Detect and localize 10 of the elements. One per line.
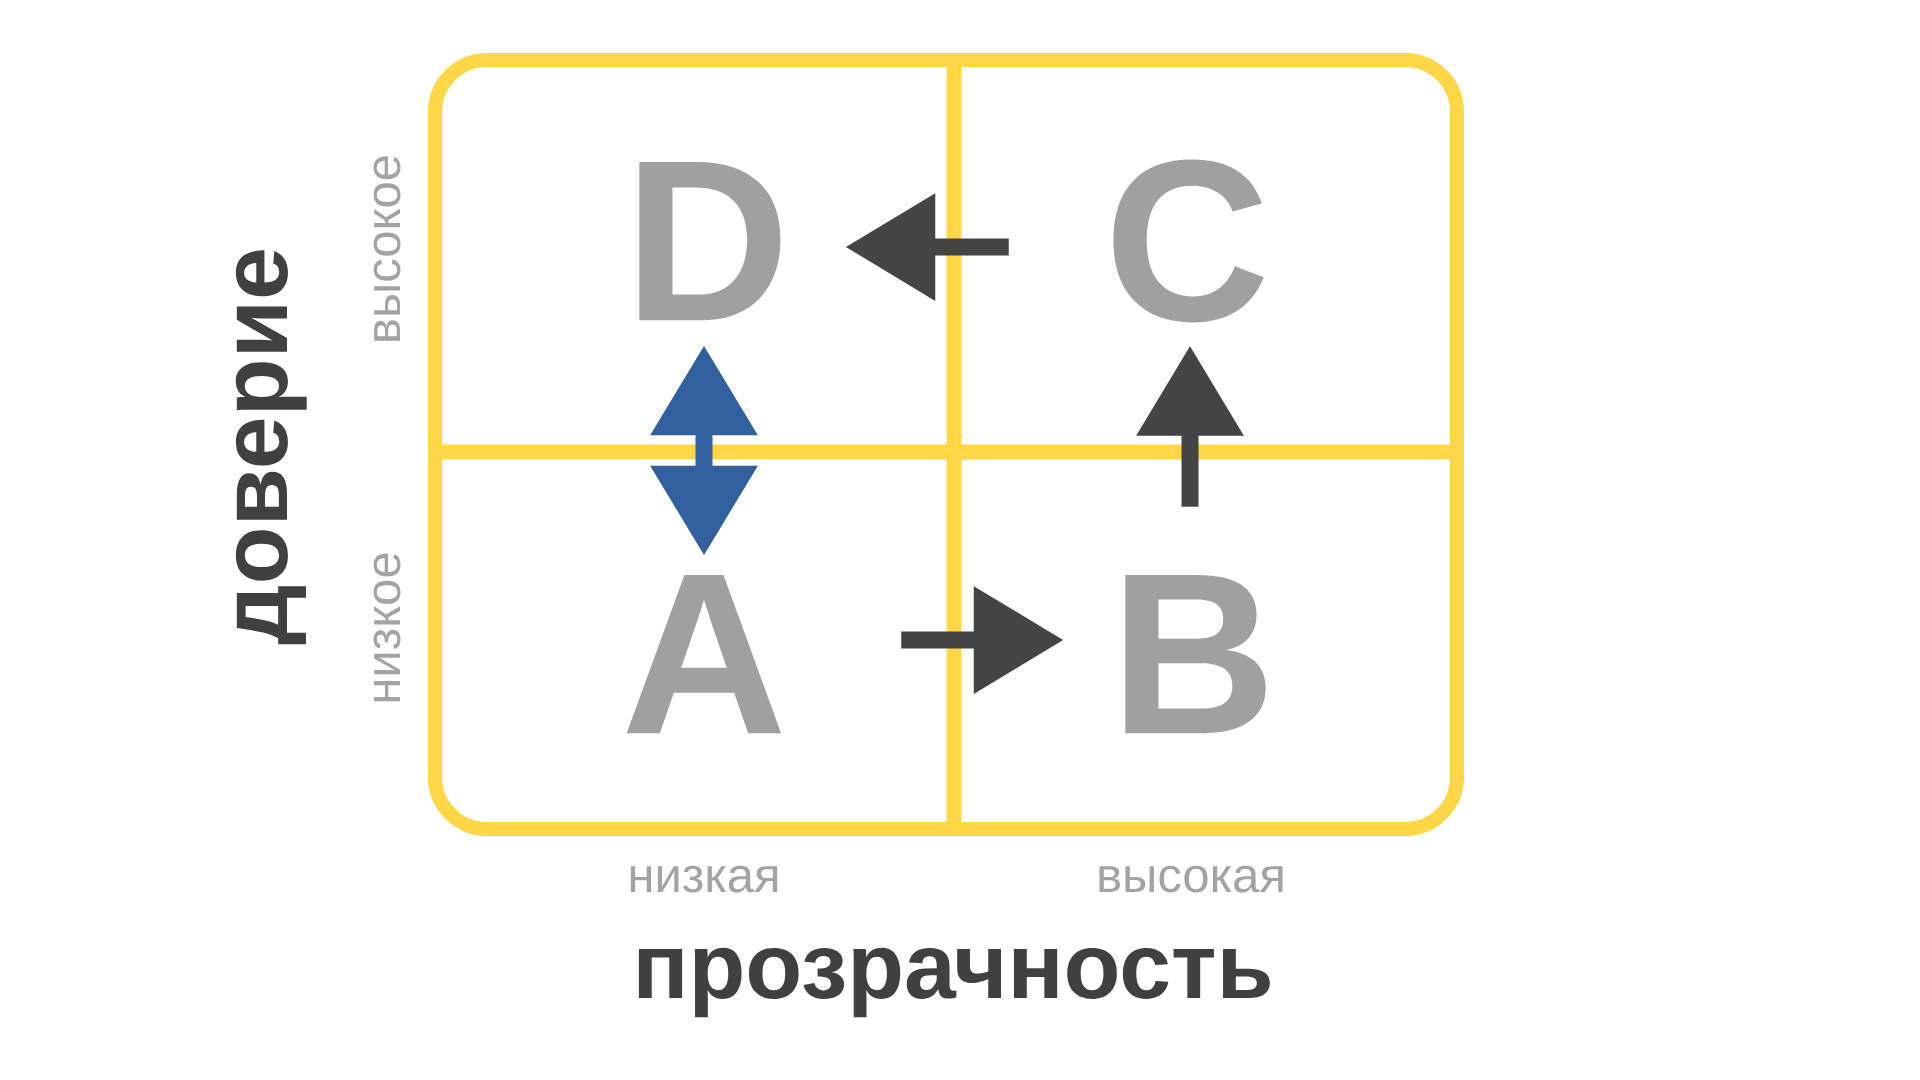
axis-tick-label: низкая xyxy=(630,865,778,893)
quadrant-letter: A xyxy=(626,574,781,734)
axis-tick-label: высокая xyxy=(1099,865,1283,893)
quadrant-letter: D xyxy=(639,161,781,321)
axis-title: доверие xyxy=(235,250,307,645)
quadrant-letter: B xyxy=(1125,574,1266,734)
axis-tick-label: высокое xyxy=(373,156,401,341)
axis-tick-label: низкое xyxy=(373,553,401,702)
quadrant-letter: C xyxy=(1113,159,1264,323)
axis-title: прозрачность xyxy=(638,947,1270,1018)
